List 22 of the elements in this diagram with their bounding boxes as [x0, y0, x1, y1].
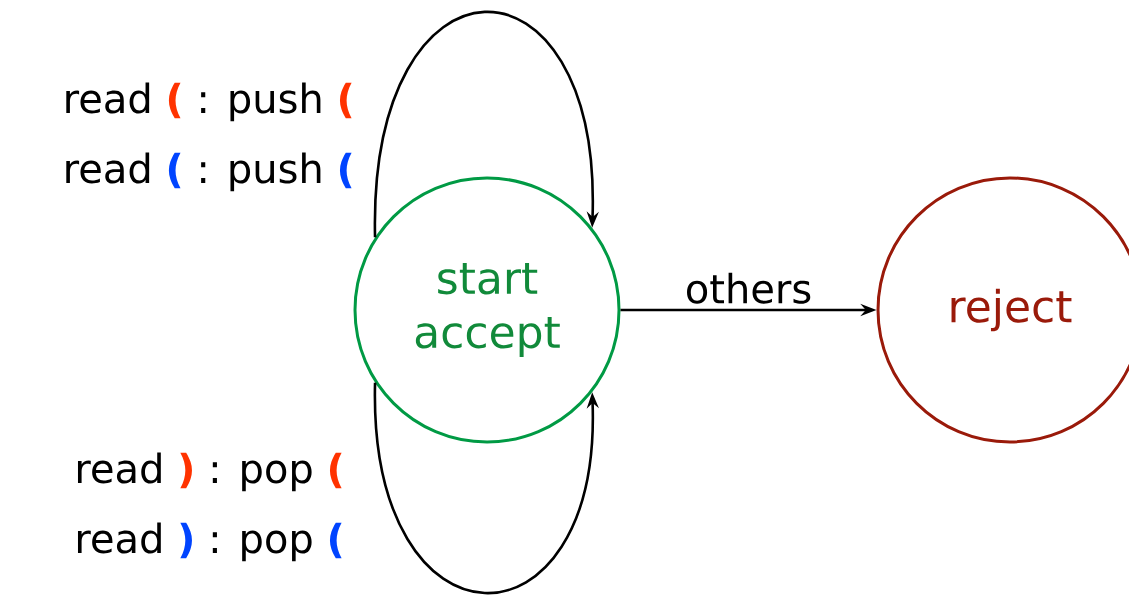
label: read [66, 82, 150, 114]
transition-label: read ) : pop ( [78, 522, 342, 562]
label: read [77, 452, 161, 484]
label: ( [339, 152, 352, 189]
label: ( [339, 82, 352, 119]
label: : push [201, 152, 321, 192]
transition-label: read ) : pop ( [78, 452, 342, 492]
edge-label: others [682, 270, 815, 306]
label: ( [168, 152, 181, 189]
label: : push [201, 82, 321, 122]
label: ) [180, 522, 192, 559]
label: ( [329, 522, 342, 559]
arrow [373, 10, 599, 238]
label: ( [329, 452, 342, 489]
transition-label: read ( : push ( [66, 82, 352, 122]
label: : pop [212, 460, 312, 492]
label: : pop [212, 530, 312, 562]
label: ) [180, 452, 192, 489]
label: ( [168, 82, 181, 119]
transition-label: read ( : push ( [66, 152, 352, 192]
label: read [77, 522, 161, 554]
label: read [66, 152, 150, 184]
